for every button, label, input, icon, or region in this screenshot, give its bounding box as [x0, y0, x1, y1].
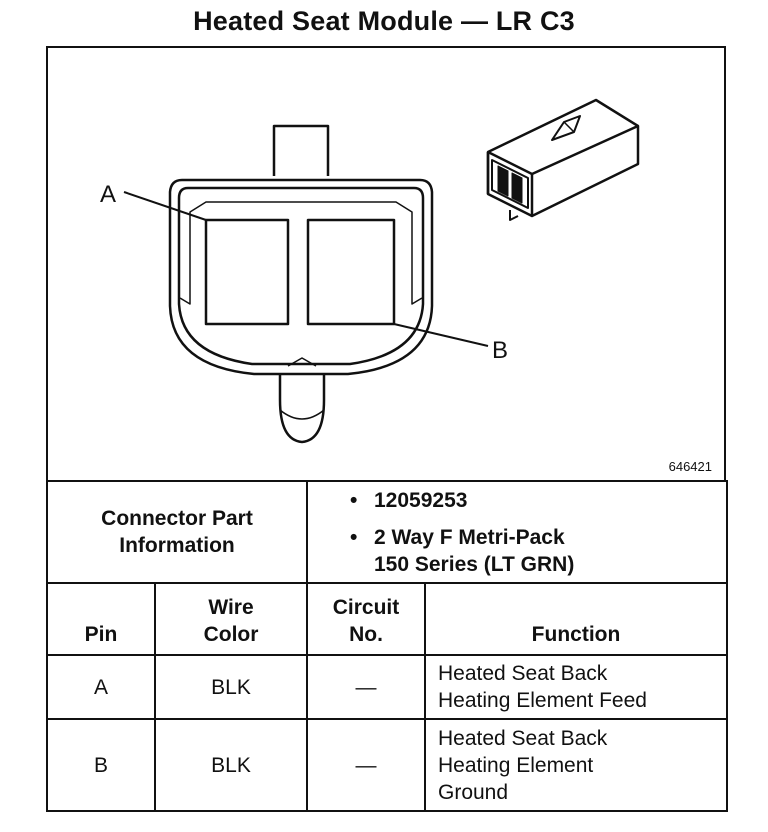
connector-info-label-line2: Information	[119, 534, 235, 557]
connector-info-row: Connector Part Information • 12059253 • …	[46, 480, 728, 584]
function-line: Heating Element Feed	[438, 689, 647, 712]
connector-info-details: • 12059253 • 2 Way F Metri-Pack 150 Seri…	[306, 480, 728, 584]
connector-description-line1: 2 Way F Metri-Pack	[374, 525, 565, 549]
header-circuit-line2: No.	[349, 623, 383, 646]
terminal-cavity-a	[204, 218, 290, 326]
pin-cell: B	[46, 718, 156, 812]
header-pin: Pin	[46, 582, 156, 656]
top-latch-tab	[272, 124, 330, 176]
connector-isometric-view	[486, 98, 640, 221]
part-number: 12059253	[374, 488, 468, 512]
pinout-table-wrapper: Connector Part Information • 12059253 • …	[46, 480, 728, 812]
function-line: Ground	[438, 780, 509, 804]
header-wire-color-line1: Wire	[208, 596, 254, 619]
figure-id: 646421	[668, 459, 712, 474]
header-function: Function	[424, 582, 728, 656]
header-pin-label: Pin	[84, 623, 118, 646]
pinout-table: Connector Part Information • 12059253 • …	[46, 480, 728, 812]
bottom-lock-lug	[278, 374, 326, 444]
callout-label-a: A	[100, 181, 116, 208]
callout-leader-b	[393, 323, 489, 347]
page-title: Heated Seat Module — LR C3	[193, 6, 575, 36]
function-line: Heating Element	[438, 753, 594, 777]
connector-body-outer	[168, 178, 434, 376]
table-row: A BLK — Heated Seat Back Heating Element…	[46, 654, 728, 720]
bullet-icon: •	[350, 525, 358, 549]
connector-drawing: A B	[100, 98, 640, 444]
wire-color-cell: BLK	[154, 654, 308, 720]
function-cell: Heated Seat Back Heating Element Feed	[424, 654, 728, 720]
terminal-cavity-b	[306, 218, 396, 326]
function-line: Heated Seat Back	[438, 662, 608, 685]
pin-cell: A	[46, 654, 156, 720]
connector-description-line2: 150 Series (LT GRN)	[374, 552, 575, 576]
header-circuit-line1: Circuit	[332, 596, 400, 619]
connector-info-label: Connector Part Information	[46, 480, 308, 584]
bullet-icon: •	[350, 488, 358, 512]
function-cell: Heated Seat Back Heating Element Ground	[424, 718, 728, 812]
connector-info-label-line1: Connector Part	[101, 507, 253, 530]
connector-body-inner	[177, 186, 425, 366]
header-circuit: Circuit No.	[306, 582, 426, 656]
wire-color-cell: BLK	[154, 718, 308, 812]
callout-leader-a	[123, 191, 207, 221]
header-wire-color-line2: Color	[203, 623, 259, 646]
table-row: B BLK — Heated Seat Back Heating Element…	[46, 718, 728, 812]
function-line: Heated Seat Back	[438, 726, 608, 750]
table-header-row: Pin Wire Color Circuit No. Function	[46, 582, 728, 656]
callout-label-b: B	[492, 337, 508, 364]
header-wire-color: Wire Color	[154, 582, 308, 656]
header-function-label: Function	[531, 623, 621, 646]
circuit-cell: —	[306, 654, 426, 720]
connector-diagram: A B 646421	[46, 46, 726, 482]
circuit-cell: —	[306, 718, 426, 812]
